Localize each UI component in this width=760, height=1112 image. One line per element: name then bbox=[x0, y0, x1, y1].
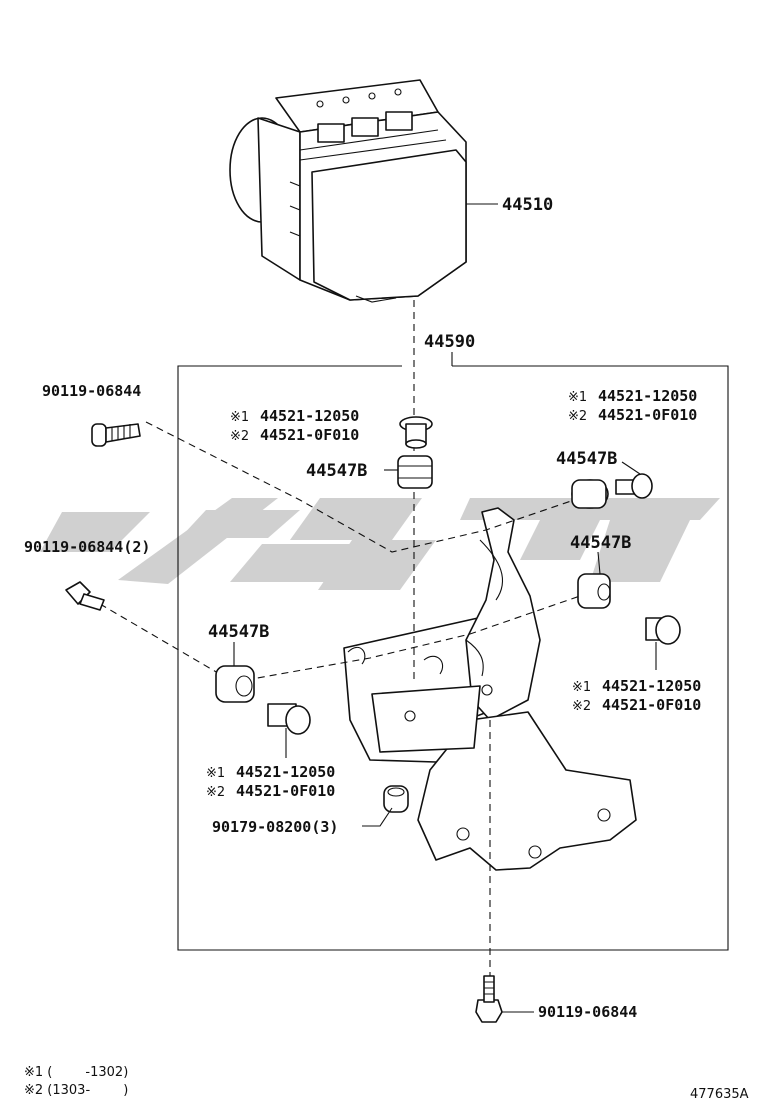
svg-text:※1: ※1 bbox=[206, 766, 225, 781]
collar-center bbox=[399, 416, 433, 449]
bolt-left bbox=[65, 581, 105, 611]
svg-text:44521-0F010: 44521-0F010 bbox=[236, 782, 335, 800]
svg-text:※2: ※2 bbox=[568, 409, 587, 424]
nut bbox=[383, 785, 409, 813]
label-grommet-left: 44547B bbox=[208, 622, 269, 642]
bolt-bottom bbox=[475, 975, 503, 1023]
footnote-2: ※2 (1303- ) bbox=[24, 1083, 128, 1098]
collar-right-top bbox=[615, 473, 653, 499]
label-grommet-right-mid: 44547B bbox=[570, 533, 631, 553]
svg-text:44521-12050: 44521-12050 bbox=[602, 677, 701, 695]
bracket-assembly-box bbox=[177, 352, 729, 951]
label-bolt-top-left: 90119-06844 bbox=[42, 382, 141, 400]
svg-text:44521-12050: 44521-12050 bbox=[598, 387, 697, 405]
grommet-center bbox=[397, 455, 433, 489]
svg-text:※2: ※2 bbox=[230, 429, 249, 444]
collar-right-mid bbox=[645, 615, 681, 645]
svg-text:44521-0F010: 44521-0F010 bbox=[598, 406, 697, 424]
svg-text:※2: ※2 bbox=[572, 699, 591, 714]
grommet-right-mid bbox=[577, 573, 611, 609]
bracket bbox=[343, 507, 637, 871]
label-bolt-bottom: 90119-06844 bbox=[538, 1003, 637, 1021]
label-bolt-left: 90119-06844(2) bbox=[24, 538, 150, 556]
watermark-logo bbox=[40, 498, 720, 590]
label-nut: 90179-08200(3) bbox=[212, 818, 338, 836]
svg-text:※1: ※1 bbox=[572, 680, 591, 695]
svg-text:44521-12050: 44521-12050 bbox=[236, 763, 335, 781]
label-collar-left: ※1 44521-12050 ※2 44521-0F010 bbox=[206, 763, 335, 800]
svg-text:44521-0F010: 44521-0F010 bbox=[260, 426, 359, 444]
bolt-top-left bbox=[91, 423, 141, 447]
label-grommet-right-top: 44547B bbox=[556, 449, 617, 469]
svg-text:※1: ※1 bbox=[568, 390, 587, 405]
svg-text:44521-12050: 44521-12050 bbox=[260, 407, 359, 425]
figure-id: 477635A bbox=[690, 1087, 749, 1102]
footnote-1: ※1 ( -1302) bbox=[24, 1065, 128, 1080]
svg-text:※1: ※1 bbox=[230, 410, 249, 425]
label-actuator: 44510 bbox=[502, 195, 553, 215]
assembly-lines bbox=[99, 300, 581, 990]
svg-text:44521-0F010: 44521-0F010 bbox=[602, 696, 701, 714]
label-collar-right-mid: ※1 44521-12050 ※2 44521-0F010 bbox=[572, 677, 701, 714]
label-grommet-center: 44547B bbox=[306, 461, 367, 481]
label-collar-right-top: ※1 44521-12050 ※2 44521-0F010 bbox=[568, 387, 697, 424]
leader-lines bbox=[233, 461, 657, 827]
label-collar-center: ※1 44521-12050 ※2 44521-0F010 bbox=[230, 407, 359, 444]
collar-left bbox=[267, 703, 311, 735]
abs-actuator bbox=[229, 79, 467, 303]
svg-text:※2: ※2 bbox=[206, 785, 225, 800]
label-bracket: 44590 bbox=[424, 332, 475, 352]
grommet-right-top bbox=[571, 479, 609, 509]
grommet-left bbox=[215, 665, 255, 703]
